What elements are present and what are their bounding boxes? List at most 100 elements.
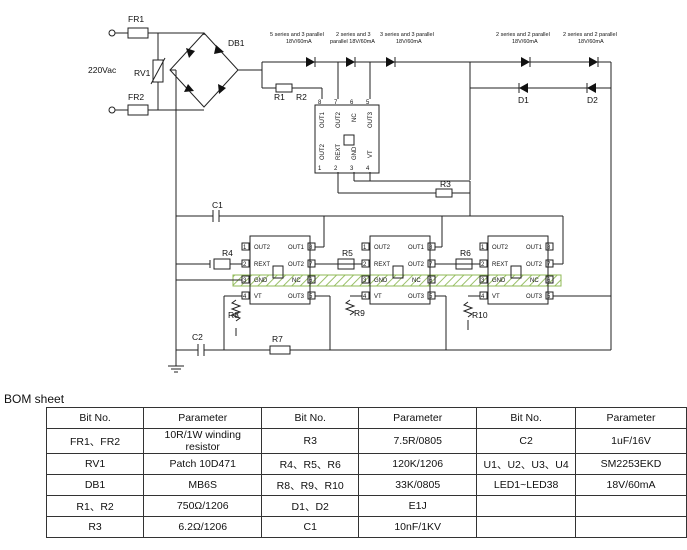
bom-cell: 750Ω/1206 bbox=[143, 495, 263, 517]
u3-pin7: 7 bbox=[429, 262, 433, 268]
r8-label: R8 bbox=[228, 310, 239, 320]
bom-cell: R3 bbox=[261, 428, 360, 454]
u3-pin2: 2 bbox=[363, 262, 367, 268]
ic-top-pin-8: 8 bbox=[318, 100, 322, 106]
bom-header-cell: Parameter bbox=[143, 407, 263, 429]
bom-cell: RV1 bbox=[45, 453, 145, 475]
bom-cell: 18V/60mA bbox=[575, 474, 687, 496]
bom-cell: Patch 10D471 bbox=[143, 453, 263, 475]
u3-pin3: 3 bbox=[363, 278, 367, 284]
r2-label: R2 bbox=[296, 92, 307, 102]
bridge-rectifier: DB1 bbox=[169, 32, 263, 366]
bom-cell: 33K/0805 bbox=[358, 474, 478, 496]
u2-pin3: 3 bbox=[243, 278, 247, 284]
ic-u2-pins: 1 2 3 4 8 7 6 5 OUT2 REXT GND VT OUT1 OU… bbox=[241, 242, 316, 300]
u3-out2r: OUT2 bbox=[408, 262, 425, 268]
bom-cell: LED1~LED38 bbox=[476, 474, 576, 496]
u2-pin7: 7 bbox=[309, 262, 313, 268]
ic-top-out1: OUT1 bbox=[320, 111, 326, 128]
u2-out2: OUT2 bbox=[254, 245, 271, 251]
bom-cell bbox=[575, 495, 687, 517]
bom-cell: 1uF/16V bbox=[575, 428, 687, 454]
u3-pin5: 5 bbox=[429, 294, 433, 300]
top-led-strings: 5 series and 3 parallel 18V/60mA 2 serie… bbox=[262, 32, 617, 296]
mains-input: FR1 FR2 RV1 220Vac bbox=[88, 14, 204, 116]
u2-pin5: 5 bbox=[309, 294, 313, 300]
u4-pin1: 1 bbox=[481, 245, 485, 251]
led-group-4-line1: 2 series and 2 parallel bbox=[496, 32, 550, 38]
u4-pin6: 6 bbox=[547, 278, 551, 284]
ic-u4-pins: 1 2 3 4 8 7 6 5 OUT2 REXT GND VT OUT1 OU… bbox=[479, 242, 554, 300]
bom-cell: 6.2Ω/1206 bbox=[143, 516, 263, 538]
bom-cell: R1、R2 bbox=[45, 495, 145, 517]
bom-title: BOM sheet bbox=[4, 392, 65, 406]
u4-out2: OUT2 bbox=[492, 245, 509, 251]
ic-top-pin-4: 4 bbox=[366, 166, 370, 172]
d2-label: D2 bbox=[587, 95, 598, 105]
u2-vt: VT bbox=[254, 294, 262, 300]
bom-table: Bit No. Parameter Bit No. Parameter Bit … bbox=[45, 407, 687, 538]
bom-cell bbox=[476, 516, 576, 538]
led-group-3-line1: 3 series and 3 parallel bbox=[380, 32, 434, 38]
bom-header-cell: Bit No. bbox=[261, 407, 360, 429]
u3-pin4: 4 bbox=[363, 294, 367, 300]
u3-nc: NC bbox=[412, 278, 421, 284]
u2-out2r: OUT2 bbox=[288, 262, 305, 268]
ic-top-pin-6: 6 bbox=[350, 100, 354, 106]
u2-nc: NC bbox=[292, 278, 301, 284]
fr2-resistor bbox=[127, 104, 149, 116]
u3-pin6: 6 bbox=[429, 278, 433, 284]
bom-header-cell: Bit No. bbox=[476, 407, 576, 429]
bom-cell: DB1 bbox=[45, 474, 145, 496]
ic-u3-pins: 1 2 3 4 8 7 6 5 OUT2 REXT GND VT OUT1 OU… bbox=[361, 242, 436, 300]
top-driver: R1 R2 8 7 6 5 1 2 3 4 OUT1 OUT2 NC OUT3 … bbox=[261, 62, 471, 216]
d1-label: D1 bbox=[518, 95, 529, 105]
led-group-5-line1: 2 series and 2 parallel bbox=[563, 32, 617, 38]
ic-top-out2b: OUT2 bbox=[320, 143, 326, 160]
u2-pin4: 4 bbox=[243, 294, 247, 300]
table-row: RV1 Patch 10D471 R4、R5、R6 120K/1206 U1、U… bbox=[45, 453, 687, 475]
bom-cell: R3 bbox=[45, 516, 145, 538]
bom-cell: R4、R5、R6 bbox=[261, 453, 360, 475]
r5-label: R5 bbox=[342, 248, 353, 258]
led-group-1-line2: 18V/60mA bbox=[286, 39, 312, 45]
table-row: R3 6.2Ω/1206 C1 10nF/1KV bbox=[45, 516, 687, 538]
c1-label: C1 bbox=[212, 200, 223, 210]
circuit-schematic: FR1 FR2 RV1 220Vac DB1 5 series and 3 pa… bbox=[88, 14, 617, 373]
lower-drivers: 1 2 3 4 8 7 6 5 OUT2 REXT GND VT OUT1 OU… bbox=[241, 235, 554, 305]
ic-top-vt: VT bbox=[368, 150, 374, 158]
bom-cell: R8、R9、R10 bbox=[261, 474, 360, 496]
bom-cell: E1J bbox=[358, 495, 478, 517]
bom-cell: 10nF/1KV bbox=[358, 516, 478, 538]
r9-label: R9 bbox=[354, 308, 365, 318]
u3-gnd: GND bbox=[374, 278, 388, 284]
db1-label: DB1 bbox=[228, 38, 245, 48]
u4-nc: NC bbox=[530, 278, 539, 284]
bom-cell bbox=[476, 495, 576, 517]
u2-pin1: 1 bbox=[243, 245, 247, 251]
u4-pin2: 2 bbox=[481, 262, 485, 268]
c1-rail: C1 bbox=[176, 200, 564, 246]
ic-top-out2: OUT2 bbox=[336, 111, 342, 128]
ic-top-out3: OUT3 bbox=[368, 111, 374, 128]
bom-cell: FR1、FR2 bbox=[45, 428, 145, 454]
u4-pin7: 7 bbox=[547, 262, 551, 268]
led-group-5-line2: 18V/60mA bbox=[578, 39, 604, 45]
ic-top-pin-2: 2 bbox=[334, 166, 338, 172]
u4-pin3: 3 bbox=[481, 278, 485, 284]
r4-label: R4 bbox=[222, 248, 233, 258]
fr1-label: FR1 bbox=[128, 14, 144, 24]
u2-rext: REXT bbox=[254, 262, 270, 268]
ic-top-pin-3: 3 bbox=[350, 166, 354, 172]
ic-top-pin-7: 7 bbox=[334, 100, 338, 106]
u3-rext: REXT bbox=[374, 262, 390, 268]
bom-cell: 10R/1W winding resistor bbox=[143, 428, 263, 454]
u2-pin8: 8 bbox=[309, 245, 313, 251]
u4-pin4: 4 bbox=[481, 294, 485, 300]
u3-out1: OUT1 bbox=[408, 245, 425, 251]
bom-cell: 7.5R/0805 bbox=[358, 428, 478, 454]
table-row: DB1 MB6S R8、R9、R10 33K/0805 LED1~LED38 1… bbox=[45, 474, 687, 496]
u3-pin1: 1 bbox=[363, 245, 367, 251]
u2-out1: OUT1 bbox=[288, 245, 305, 251]
vac-label: 220Vac bbox=[88, 65, 117, 75]
